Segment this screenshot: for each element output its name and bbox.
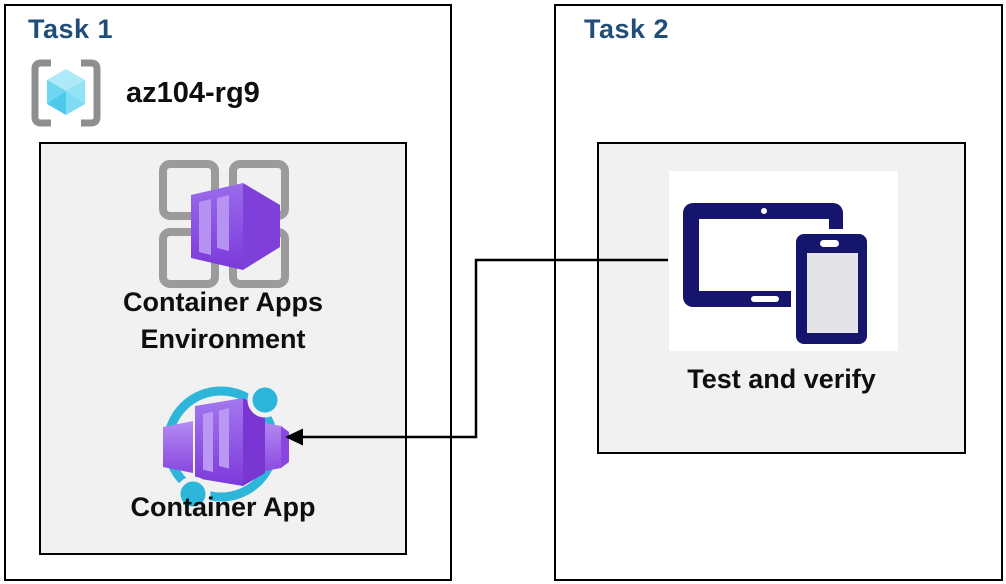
devices-icon xyxy=(683,203,872,349)
task1-title: Task 1 xyxy=(28,14,114,44)
resource-group: az104-rg9 xyxy=(28,58,260,128)
resource-group-icon xyxy=(31,59,101,127)
container-app-icon xyxy=(163,382,289,512)
task2-title: Task 2 xyxy=(584,14,670,44)
task2-panel: Test and verify xyxy=(597,142,966,454)
task1-panel: Container Apps Environment xyxy=(39,142,407,555)
container-apps-environment-icon xyxy=(159,160,289,288)
task1-box: Task 1 az104-rg9 xyxy=(4,4,452,581)
environment-label: Container Apps Environment xyxy=(122,287,323,354)
resource-group-name: az104-rg9 xyxy=(126,76,260,109)
container-app-label: Container App xyxy=(130,492,316,522)
task2-box: Task 2 Test and verify xyxy=(554,4,1003,581)
devices-icon-plate xyxy=(669,171,898,351)
test-and-verify-label: Test and verify xyxy=(687,364,876,394)
